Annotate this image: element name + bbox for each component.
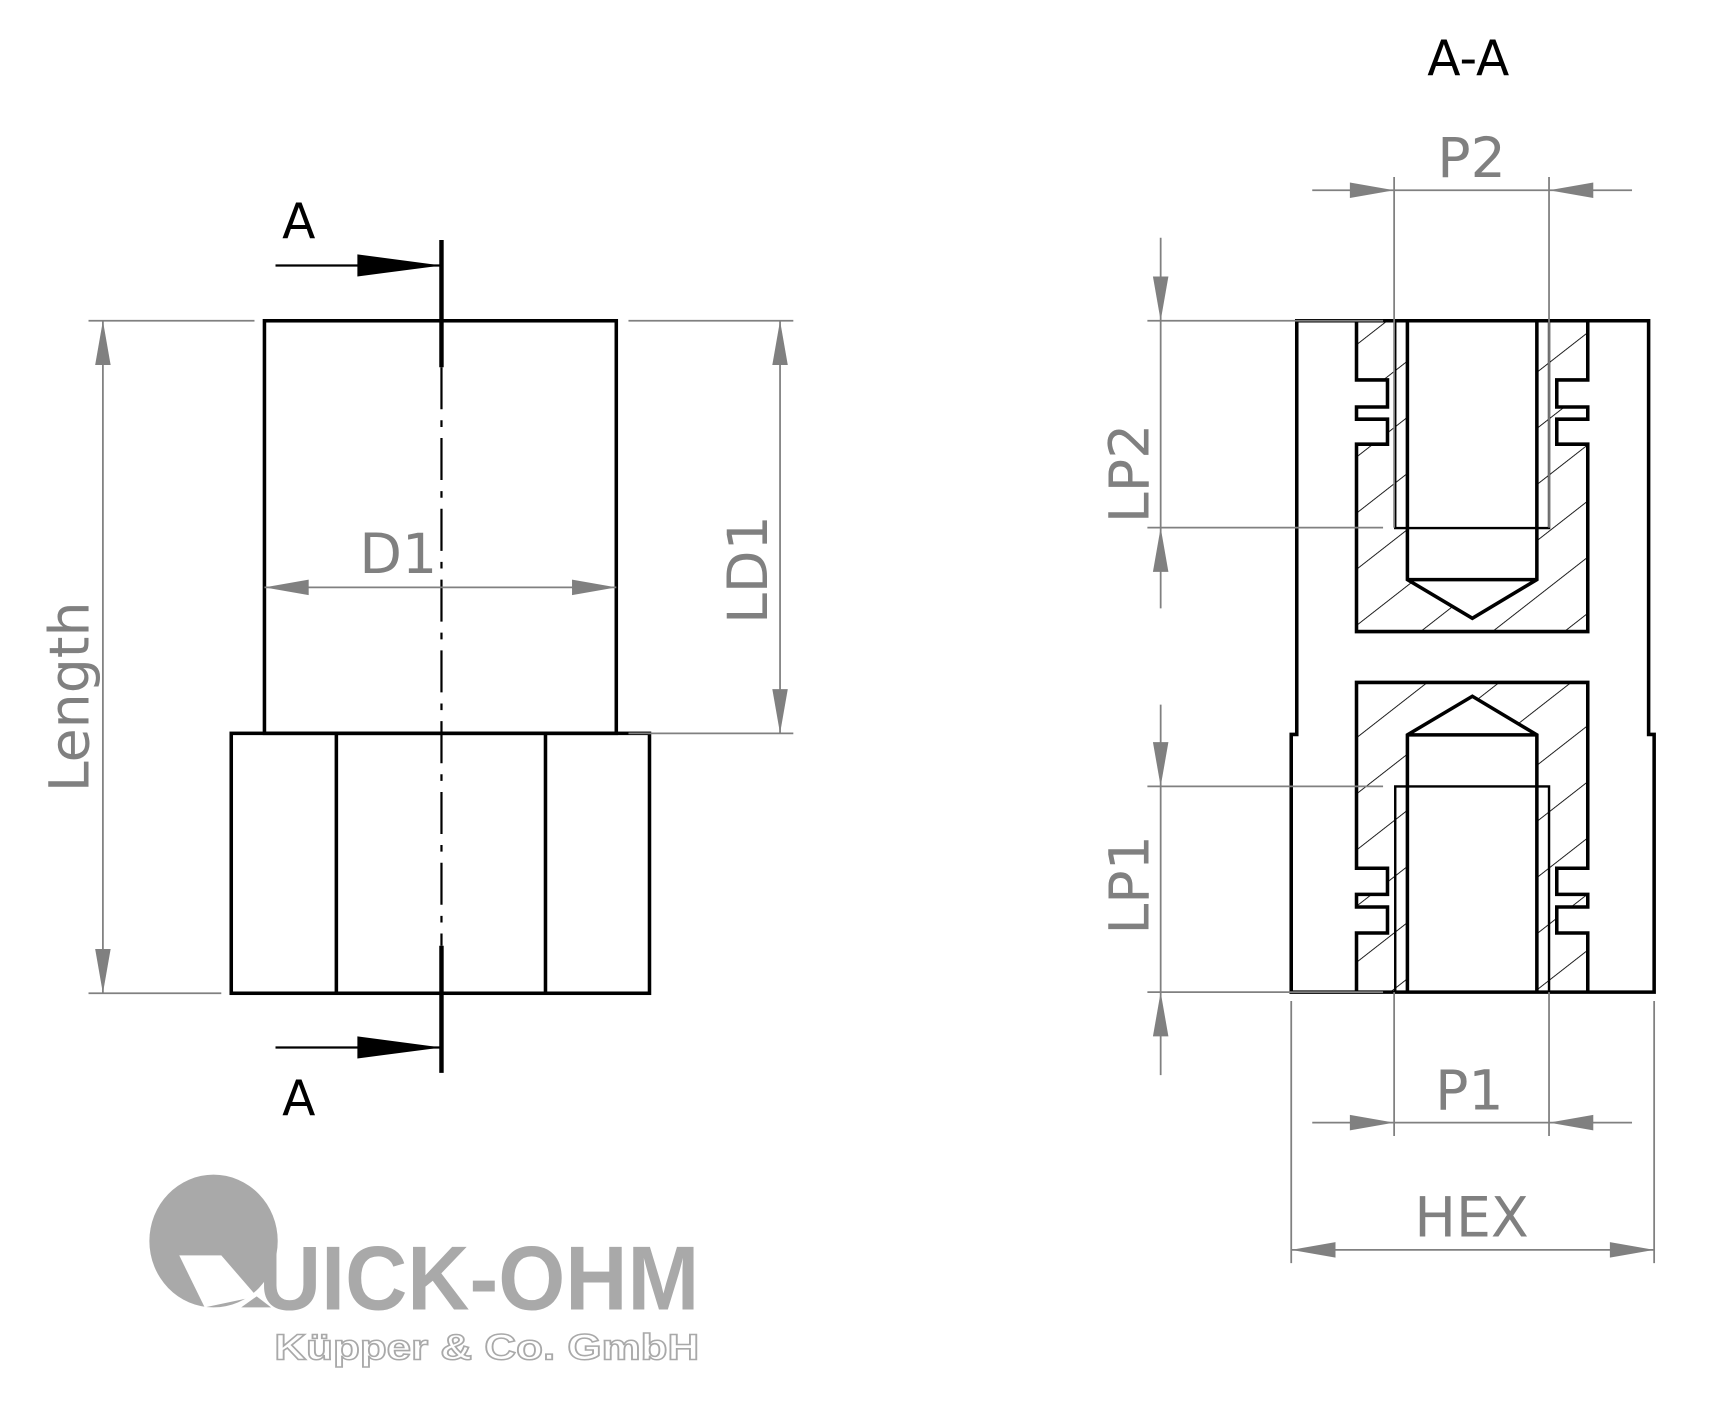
d1-label: D1 bbox=[359, 523, 437, 587]
lp1-label: LP1 bbox=[1098, 835, 1162, 934]
ld1-label: LD1 bbox=[717, 515, 781, 624]
lower-insert-hatch bbox=[1356, 682, 1588, 993]
lp1-dimension: LP1 bbox=[1098, 704, 1384, 1076]
length-dimension: Length bbox=[39, 319, 255, 995]
logo-q-icon bbox=[149, 1174, 278, 1308]
logo-company: Küpper & Co. GmbH bbox=[274, 1326, 699, 1367]
upper-insert-hatch bbox=[1356, 320, 1588, 632]
section-arrowhead-icon bbox=[357, 254, 442, 277]
lp2-label: LP2 bbox=[1098, 424, 1162, 523]
lower-thread-line bbox=[1394, 785, 1551, 993]
p2-dimension: P2 bbox=[1312, 127, 1633, 528]
lower-insert-outline bbox=[1354, 680, 1590, 993]
p1-label: P1 bbox=[1435, 1059, 1504, 1123]
upper-thread-line bbox=[1394, 320, 1551, 530]
section-label-top: A bbox=[282, 194, 315, 250]
hex-dimension: HEX bbox=[1290, 1001, 1656, 1264]
section-arrowhead-icon bbox=[357, 1036, 442, 1059]
outer-body bbox=[1289, 318, 1656, 994]
p1-dimension: P1 bbox=[1312, 992, 1633, 1136]
company-logo: UICK-OHM Küpper & Co. GmbH bbox=[149, 1174, 700, 1368]
upper-bore bbox=[1405, 320, 1539, 621]
lp2-dimension: LP2 bbox=[1098, 237, 1384, 609]
section-title: A-A bbox=[1427, 31, 1509, 87]
front-view: A A Length D1 LD1 bbox=[39, 194, 794, 1127]
section-label-bottom: A bbox=[282, 1071, 315, 1127]
upper-insert-outline bbox=[1354, 320, 1590, 634]
d1-dimension: D1 bbox=[264, 523, 617, 596]
logo-name: UICK-OHM bbox=[259, 1229, 699, 1330]
p2-label: P2 bbox=[1437, 127, 1506, 191]
logo-q-cutout bbox=[179, 1255, 257, 1308]
lower-bore bbox=[1405, 694, 1539, 993]
section-view: A-A P2 LP2 bbox=[1098, 31, 1656, 1264]
length-label: Length bbox=[39, 601, 103, 792]
hex-label: HEX bbox=[1414, 1187, 1528, 1251]
ld1-dimension: LD1 bbox=[628, 319, 794, 735]
